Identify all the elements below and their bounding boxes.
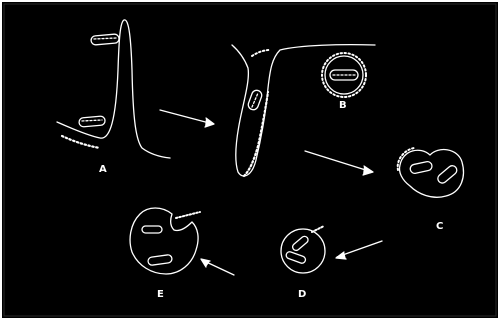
panel-label-c: C xyxy=(436,221,443,232)
panel-label-a: A xyxy=(99,164,107,175)
figure-panel xyxy=(2,2,498,318)
panel-label-b: B xyxy=(339,100,347,111)
panel-label-d: D xyxy=(298,289,306,300)
panel-label-e: E xyxy=(157,289,164,300)
